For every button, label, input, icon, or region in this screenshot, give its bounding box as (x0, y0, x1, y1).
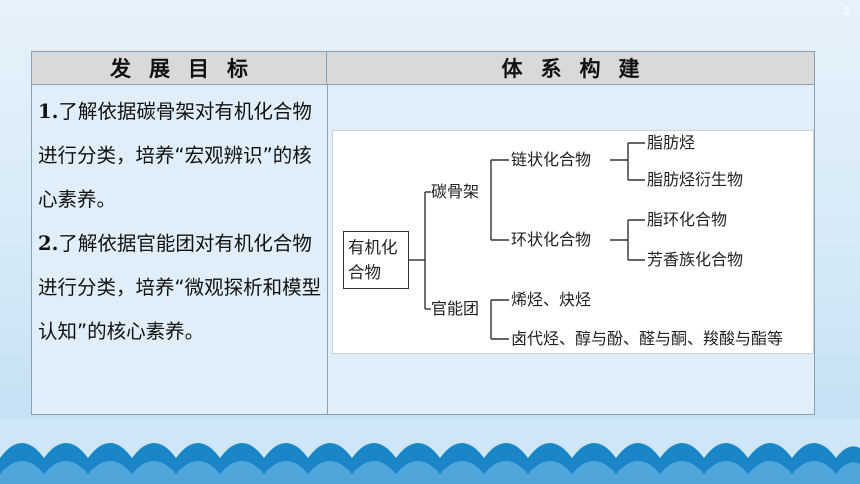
goal-number-2: 2. (38, 232, 59, 255)
page-number: 2 (843, 6, 850, 18)
column-divider (327, 85, 328, 414)
node-other-derivatives: 卤代烃、醇与酚、醛与酮、羧酸与酯等 (511, 329, 784, 348)
node-aliphatic-hydrocarbon: 脂肪烃 (647, 133, 696, 152)
goal-number-1: 1. (38, 100, 59, 123)
header-goals: 发展目标 (32, 52, 327, 85)
node-ring-compounds: 环状化合物 (511, 230, 592, 249)
node-alicyclic: 脂环化合物 (647, 210, 728, 229)
goal-item-2: 2.了解依据官能团对有机化合物进行分类，培养“微观探析和模型认知”的核心素养。 (38, 222, 324, 354)
node-alkenes-alkynes: 烯烃、炔烃 (511, 290, 592, 309)
branch-carbon-skeleton: 碳骨架 (431, 182, 480, 201)
goal-item-1: 1.了解依据碳骨架对有机化合物进行分类，培养“宏观辨识”的核心素养。 (38, 90, 324, 222)
node-aliphatic-derivative: 脂肪烃衍生物 (647, 170, 744, 189)
goals-text: 1.了解依据碳骨架对有机化合物进行分类，培养“宏观辨识”的核心素养。 2.了解依… (38, 90, 324, 354)
node-aromatic: 芳香族化合物 (647, 250, 744, 269)
branch-functional-group: 官能团 (431, 299, 480, 318)
goal-text-1: 了解依据碳骨架对有机化合物进行分类，培养“宏观辨识”的核心素养。 (38, 100, 312, 211)
header-system: 体系构建 (327, 52, 814, 85)
diagram-root: 有机化合物 (343, 231, 409, 289)
classification-diagram: 有机化合物 碳骨架 链状化合物 脂肪烃 脂肪烃衍生物 环状化合物 脂环化合物 芳… (332, 130, 814, 354)
node-chain-compounds: 链状化合物 (511, 150, 592, 169)
goal-text-2: 了解依据官能团对有机化合物进行分类，培养“微观探析和模型认知”的核心素养。 (38, 232, 322, 343)
wave-decoration (0, 418, 860, 484)
diagram-connectors (409, 142, 645, 340)
